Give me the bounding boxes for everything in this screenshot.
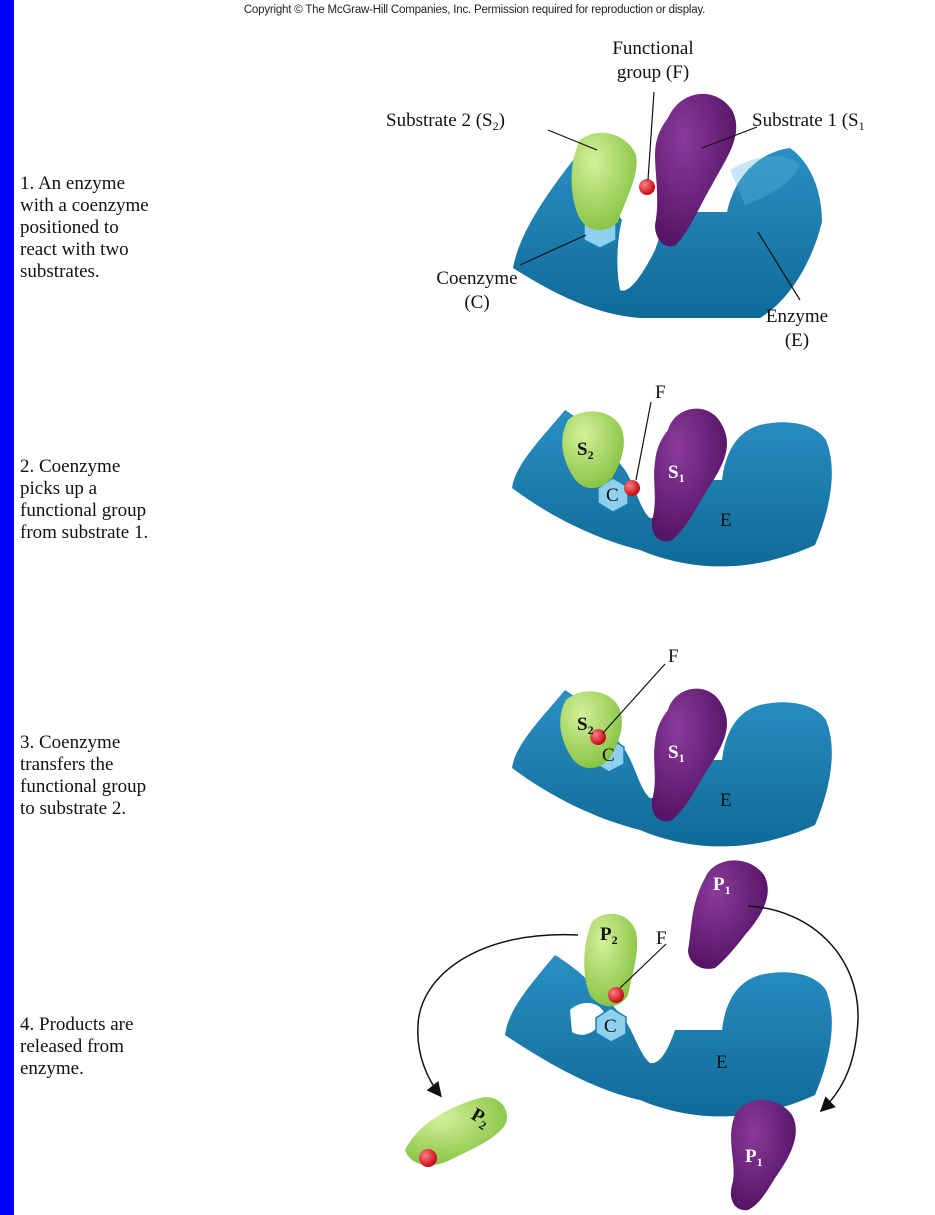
enzyme-shape bbox=[505, 955, 832, 1116]
label-enzyme-1: Enzyme bbox=[766, 306, 828, 327]
label-c: C bbox=[602, 745, 615, 766]
label-functional-group-2: group (F) bbox=[617, 62, 689, 83]
functional-group-dot bbox=[608, 987, 624, 1003]
label-e: E bbox=[720, 510, 732, 531]
functional-group-dot bbox=[624, 480, 640, 496]
label-f: F bbox=[656, 928, 667, 949]
label-c: C bbox=[604, 1016, 617, 1037]
label-functional-group-1: Functional bbox=[612, 38, 693, 59]
callout-f bbox=[603, 664, 665, 733]
callout-f bbox=[636, 402, 651, 480]
label-substrate-1: Substrate 1 (S1 bbox=[752, 110, 865, 133]
label-substrate-2: Substrate 2 (S2) bbox=[386, 110, 505, 133]
panel-1: Functional group (F) Substrate 2 (S2) Su… bbox=[386, 38, 865, 351]
substrate-2-shape bbox=[572, 133, 637, 230]
functional-group-dot bbox=[639, 179, 655, 195]
label-e: E bbox=[716, 1052, 728, 1073]
label-e: E bbox=[720, 790, 732, 811]
label-coenzyme-2: (C) bbox=[464, 292, 489, 313]
label-enzyme-2: (E) bbox=[785, 330, 809, 351]
label-f: F bbox=[655, 382, 666, 403]
label-coenzyme-1: Coenzyme bbox=[436, 268, 517, 289]
released-product-1-shape bbox=[731, 1100, 796, 1210]
panel-3: F S2 S1 C E bbox=[512, 646, 832, 846]
label-f: F bbox=[668, 646, 679, 667]
panel-2: F S2 S1 C E bbox=[512, 382, 832, 566]
product-1-shape bbox=[688, 860, 768, 969]
panel-4: F P2 P1 C E P2 P1 bbox=[405, 860, 858, 1210]
label-c: C bbox=[606, 485, 619, 506]
released-functional-group-dot bbox=[419, 1149, 437, 1167]
